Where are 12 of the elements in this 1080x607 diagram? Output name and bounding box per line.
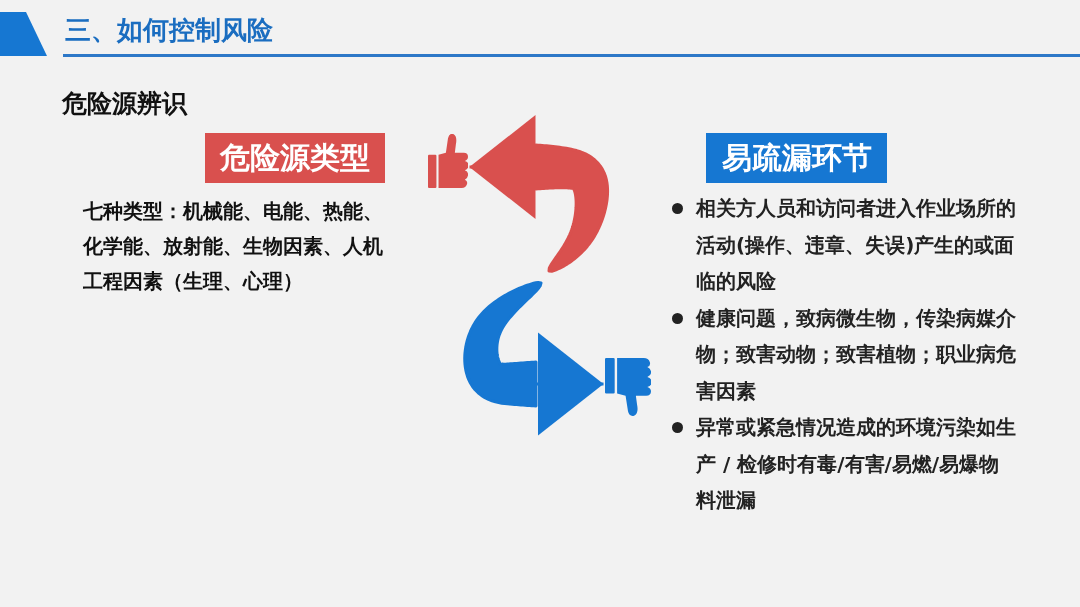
thumbs-down-icon <box>605 358 651 418</box>
bullet-text: 健康问题，致病微生物，传染病媒介物；致害动物；致害植物；职业病危害因素 <box>696 304 1017 405</box>
curved-arrow <box>468 115 610 273</box>
heading-banner: 易疏漏环节 <box>706 133 887 183</box>
curved-arrow <box>463 280 605 436</box>
slide-title: 三、如何控制风险 <box>65 14 273 47</box>
section-subtitle: 危险源辨识 <box>62 88 187 120</box>
body-text: 七种类型：机械能、电能、热能、化学能、放射能、生物因素、人机工程因素（生理、心理） <box>83 198 384 295</box>
bullet-text: 异常或紧急情况造成的环境污染如生产 / 检修时有毒/有害/易燃/易爆物料泄漏 <box>696 414 1017 514</box>
heading-banner: 危险源类型 <box>205 133 385 183</box>
bullet-text: 相关方人员和访问者进入作业场所的活动(操作、违章、失误)产生的或面临的风险 <box>696 195 1017 295</box>
thumbs-up-icon <box>428 134 468 190</box>
